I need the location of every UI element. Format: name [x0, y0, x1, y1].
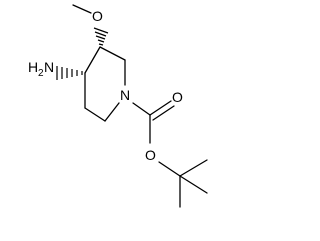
amine-nitrogen-label: N: [44, 59, 54, 75]
bond-carbonyl-double-1: [149, 100, 172, 116]
bond-carbonyl-double-2: [152, 105, 175, 121]
bond-ringN-c6: [104, 102, 120, 122]
methoxy-oxygen-label: O: [92, 8, 103, 24]
amine-h-count-label: 2: [38, 68, 44, 79]
hashed-wedge-amine: [56, 66, 83, 80]
ring-nitrogen-label: N: [120, 87, 130, 103]
ester-oxygen-label: O: [145, 147, 156, 163]
bond-c6-c5: [84, 107, 106, 122]
bond-ringN-carbonylC: [132, 102, 151, 116]
hashed-wedge-methoxy: [93, 27, 109, 46]
bond-methoxyO-ch3: [72, 4, 92, 14]
bond-c3-c2: [99, 46, 126, 61]
bond-quatC-me2: [179, 159, 208, 177]
molecule-structure: O H 2 N N O O: [28, 4, 208, 208]
bond-c4-c3: [84, 46, 101, 74]
bond-quatC-me3: [179, 175, 208, 194]
carbonyl-oxygen-label: O: [172, 89, 183, 105]
amine-hydrogen-label: H: [28, 59, 38, 75]
bond-esterO-quatC: [158, 161, 181, 177]
